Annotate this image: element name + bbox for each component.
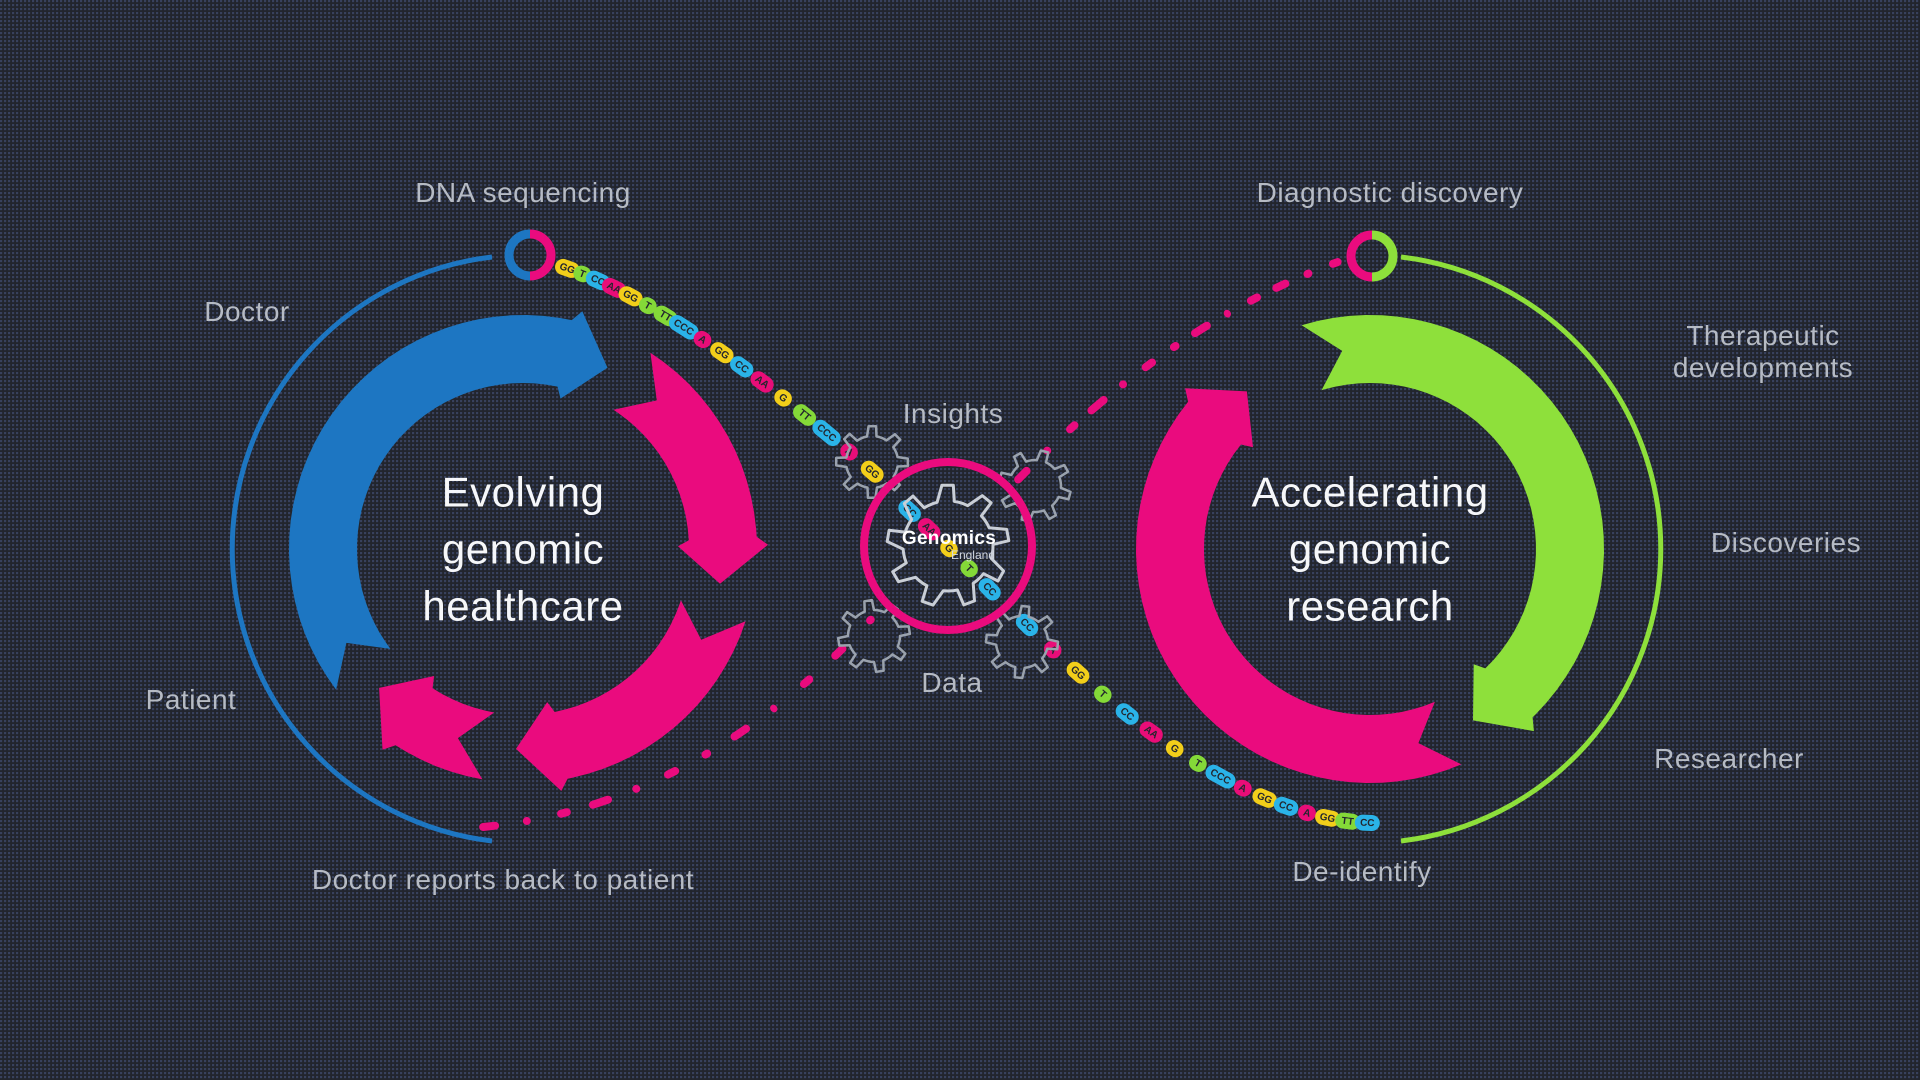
left-loop-title: Evolving genomic healthcare bbox=[422, 464, 623, 635]
label-discoveries: Discoveries bbox=[1710, 527, 1862, 558]
svg-text:T: T bbox=[642, 300, 653, 313]
svg-text:TT: TT bbox=[1341, 816, 1354, 828]
right-title-line1: Accelerating bbox=[1251, 468, 1489, 516]
logo-england: England bbox=[950, 548, 995, 562]
svg-text:TT: TT bbox=[657, 309, 673, 325]
logo-genomics: Genomics bbox=[901, 528, 997, 549]
label-doctor: Doctor bbox=[204, 296, 290, 327]
label-dna-sequencing: DNA sequencing bbox=[415, 177, 631, 208]
cycle-arrow-ribbons bbox=[289, 311, 1604, 791]
label-researcher: Researcher bbox=[1654, 743, 1804, 774]
cycle-node-rings bbox=[504, 229, 1398, 282]
svg-text:CC: CC bbox=[1360, 818, 1375, 830]
genomics-england-logo: Genomics England bbox=[885, 528, 1013, 562]
svg-text:CC: CC bbox=[1277, 799, 1294, 814]
right-loop-title: Accelerating genomic research bbox=[1251, 464, 1488, 635]
left-title-line3: healthcare bbox=[422, 582, 624, 630]
svg-text:A: A bbox=[1237, 782, 1248, 795]
label-de-identify: De-identify bbox=[1292, 856, 1432, 887]
label-insights: Insights bbox=[902, 398, 1004, 429]
right-title-line2: genomic bbox=[1288, 525, 1452, 573]
label-data: Data bbox=[921, 667, 983, 698]
svg-text:T: T bbox=[577, 268, 587, 280]
label-patient: Patient bbox=[145, 684, 237, 715]
label-therapeutic-line2: developments bbox=[1672, 352, 1854, 383]
right-title-line3: research bbox=[1286, 582, 1454, 630]
svg-text:GG: GG bbox=[558, 261, 576, 277]
pink-dashed-connectors bbox=[479, 258, 1342, 831]
outer-loop-lines bbox=[229, 254, 1664, 844]
left-title-line2: genomic bbox=[441, 525, 605, 573]
svg-text:GG: GG bbox=[1319, 812, 1337, 826]
gear-icon bbox=[834, 424, 1072, 680]
label-doctor-reports: Doctor reports back to patient bbox=[311, 864, 695, 895]
left-title-line1: Evolving bbox=[441, 468, 605, 516]
label-diagnostic-discovery: Diagnostic discovery bbox=[1256, 177, 1524, 208]
svg-text:T: T bbox=[1097, 689, 1109, 701]
label-therapeutic-developments: Therapeutic developments bbox=[1673, 320, 1853, 384]
label-therapeutic-line1: Therapeutic bbox=[1686, 320, 1840, 351]
svg-text:T: T bbox=[1192, 758, 1203, 771]
svg-text:A: A bbox=[1302, 807, 1312, 820]
